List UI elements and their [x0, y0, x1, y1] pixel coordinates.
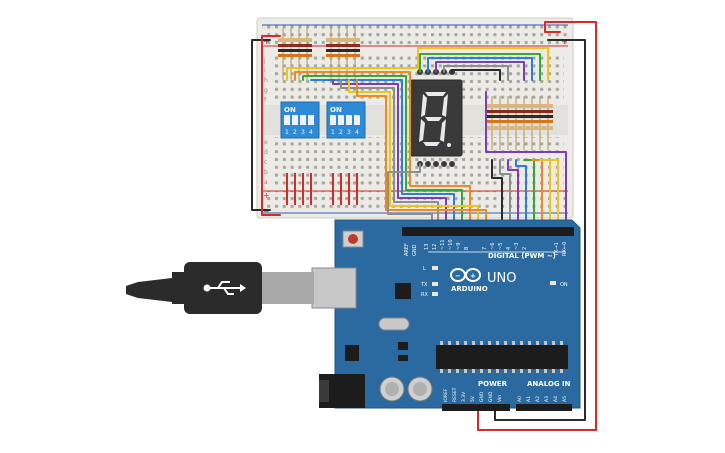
- dip-toggle[interactable]: [308, 115, 314, 125]
- row-label: h: [264, 77, 268, 84]
- led-label: TX: [420, 282, 428, 288]
- digital-pin-label: ~6: [490, 243, 496, 250]
- dip-position-label: 3: [301, 129, 305, 136]
- aref-label: AREF: [404, 243, 410, 256]
- digital-pin-label: 7: [482, 247, 488, 250]
- led-label: RX: [421, 292, 428, 298]
- svg-text:−: −: [455, 272, 461, 280]
- arduino-logo: − +: [450, 268, 481, 282]
- arduino-uno-board: AREF GND 13 12 ~11 ~10 ~9 8 7 ~6 ~5 4 ~3…: [334, 219, 581, 411]
- crystal: [378, 317, 410, 331]
- digital-pin-label: 4: [506, 247, 512, 250]
- analog-pin-label: A0: [517, 396, 523, 402]
- resistor-bank-right: [487, 96, 553, 150]
- power-pin-label: Vin: [497, 395, 503, 402]
- jumper-stubs: [286, 173, 358, 205]
- atmega-chip: [436, 345, 568, 369]
- led-rx: [432, 292, 438, 296]
- digital-pin-label: ~10: [448, 239, 454, 250]
- digital-header-label: DIGITAL (PWM ~): [488, 252, 556, 260]
- seven-segment-display: [409, 69, 463, 167]
- dip-toggle[interactable]: [354, 115, 360, 125]
- row-label: c: [264, 159, 267, 166]
- dip-position-label: 1: [285, 129, 289, 136]
- digital-pin-label: 12: [432, 244, 438, 250]
- dip-toggle[interactable]: [300, 115, 306, 125]
- dc-power-jack: [319, 374, 365, 408]
- dip-position-label: 4: [309, 129, 313, 136]
- rail-plus-label: +: [263, 37, 270, 46]
- digital-pin-label: ~5: [498, 243, 504, 250]
- dip-switch-1[interactable]: ON 1 2 3 4: [280, 101, 320, 139]
- power-pin-label: 5V: [470, 395, 476, 402]
- row-label: j: [263, 57, 266, 64]
- dip-position-label: 2: [293, 129, 297, 136]
- row-label: e: [264, 139, 268, 146]
- rail-plus-label: +: [561, 37, 568, 46]
- reset-button-cap[interactable]: [348, 234, 358, 244]
- power-header-label: POWER: [478, 380, 508, 388]
- power-pin-label: IOREF: [443, 388, 449, 402]
- dip-position-label: 4: [355, 129, 359, 136]
- digital-pin-label: 8: [464, 247, 470, 250]
- dip-on-label: ON: [330, 106, 342, 114]
- usb-icon: [203, 281, 240, 295]
- power-header: [442, 404, 510, 411]
- digital-pin-label: ~3: [514, 243, 520, 250]
- led-label: L: [423, 266, 426, 272]
- dip-position-label: 2: [339, 129, 343, 136]
- digital-pin-label: ~9: [456, 243, 462, 250]
- led-on: [550, 281, 556, 285]
- svg-text:+: +: [470, 272, 476, 280]
- dip-toggle[interactable]: [284, 115, 290, 125]
- row-label: i: [264, 67, 266, 74]
- dip-toggle[interactable]: [292, 115, 298, 125]
- on-led-label: ON: [560, 282, 568, 288]
- analog-pin-label: A3: [544, 396, 550, 402]
- led-l: [432, 266, 438, 270]
- digital-pin-label: ~11: [440, 239, 446, 250]
- dip-position-label: 3: [347, 129, 351, 136]
- row-label: f: [264, 97, 267, 104]
- led-tx: [432, 282, 438, 286]
- analog-pin-label: A5: [562, 396, 568, 402]
- digital-pin-label: RX←0: [562, 242, 568, 256]
- usb-cable: [126, 262, 357, 314]
- digital-pin-label: 2: [522, 247, 528, 250]
- analog-header-label: ANALOG IN: [527, 380, 571, 388]
- model-label: UNO: [487, 271, 516, 286]
- rail-minus-label: −: [263, 207, 270, 216]
- dip-toggle[interactable]: [338, 115, 344, 125]
- power-pin-label: GND: [479, 391, 485, 402]
- row-label: b: [264, 169, 268, 176]
- power-pin-label: 3.3V: [461, 391, 467, 402]
- digital-pin-label: TX→1: [554, 242, 560, 257]
- dip-toggle[interactable]: [346, 115, 352, 125]
- power-pin-label: RESET: [452, 387, 458, 402]
- gnd-label: GND: [412, 244, 418, 256]
- digital-pin-label: 13: [424, 244, 430, 250]
- usb-port: [311, 267, 357, 309]
- dip-toggle[interactable]: [330, 115, 336, 125]
- analog-pin-label: A2: [535, 396, 541, 402]
- analog-header: [516, 404, 572, 411]
- dip-on-label: ON: [284, 106, 296, 114]
- power-pin-label: GND: [488, 391, 494, 402]
- row-label: g: [264, 87, 268, 94]
- brand-label: ARDUINO: [451, 285, 488, 293]
- row-label: a: [264, 179, 268, 186]
- dip-switch-2[interactable]: ON 1 2 3 4: [326, 101, 366, 139]
- wires: [251, 21, 597, 431]
- analog-pin-label: A1: [526, 396, 532, 402]
- seven-segment-digit: [419, 92, 451, 147]
- usb-controller-chip: [395, 283, 411, 299]
- row-label: d: [264, 149, 268, 156]
- analog-pin-label: A4: [553, 396, 559, 402]
- rail-plus-label: +: [263, 191, 270, 200]
- dip-position-label: 1: [331, 129, 335, 136]
- digital-header: [402, 227, 574, 236]
- top-power-rail: [262, 24, 568, 46]
